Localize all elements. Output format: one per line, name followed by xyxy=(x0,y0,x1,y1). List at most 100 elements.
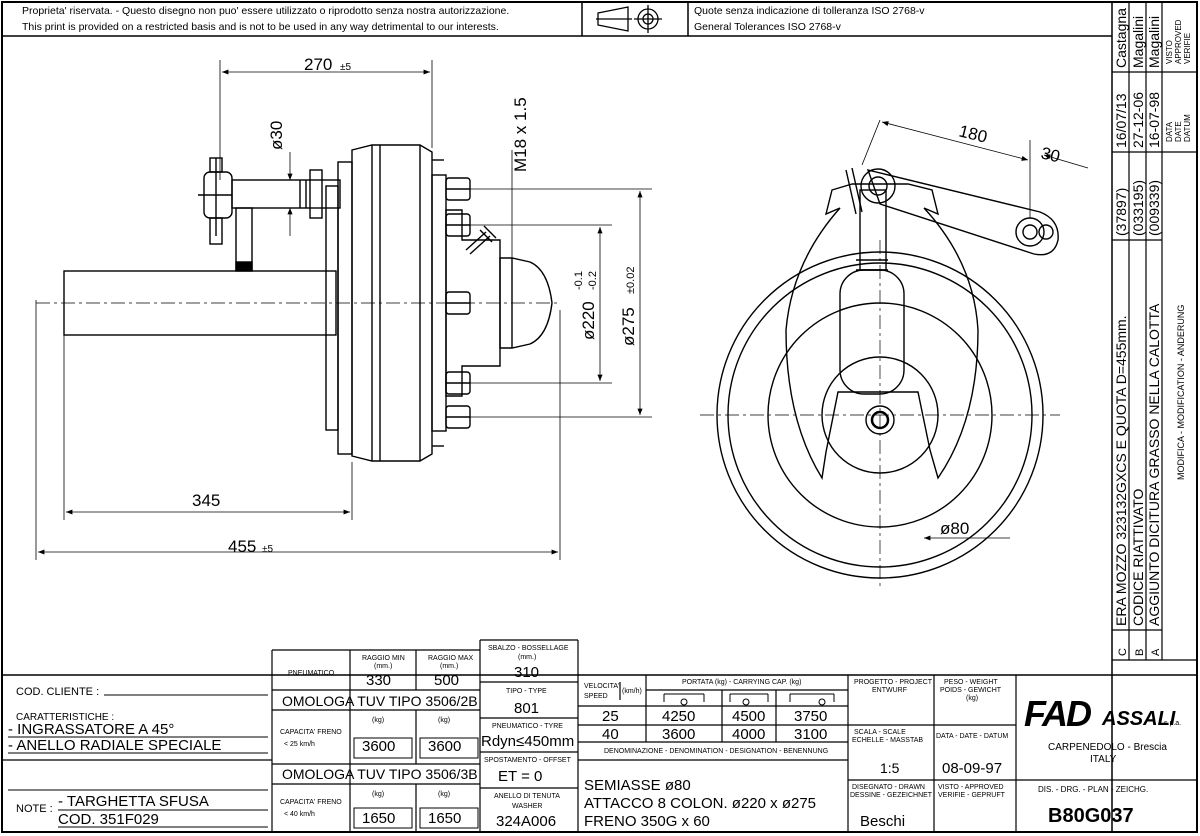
tyre-value: Rdyn≤450mm xyxy=(481,733,574,750)
svg-text:ANELLO DI TENUTA: ANELLO DI TENUTA xyxy=(494,793,560,800)
svg-text:APPROVED: APPROVED xyxy=(1174,19,1183,64)
title-block-grid xyxy=(2,639,1197,832)
svg-text:(mm.): (mm.) xyxy=(440,663,458,670)
svg-text:3750: 3750 xyxy=(794,708,827,725)
svg-text:PNEUMATICO: PNEUMATICO xyxy=(288,670,335,677)
side-view xyxy=(36,144,560,462)
trailer-single-axle-icon xyxy=(663,693,705,706)
wheel-studs xyxy=(445,177,471,429)
svg-text:(033195): (033195) xyxy=(1130,180,1146,236)
notice-italian: Proprieta' riservata. - Questo disegno n… xyxy=(22,5,509,17)
svg-text:(37897): (37897) xyxy=(1113,188,1129,236)
svg-text:DATE: DATE xyxy=(1174,121,1183,142)
svg-text:DENOMINAZIONE - DENOMINATION -: DENOMINAZIONE - DENOMINATION - DESIGNATI… xyxy=(604,748,828,755)
capacity-40-a: 1650 xyxy=(362,810,395,827)
svg-text:PORTATA (kg) - CARRYING CAP. (: PORTATA (kg) - CARRYING CAP. (kg) xyxy=(682,679,801,686)
trailer-tandem-icon xyxy=(729,693,769,706)
svg-text:ECHELLE - MASSTAB: ECHELLE - MASSTAB xyxy=(852,737,923,744)
projection-symbol-icon xyxy=(596,5,662,33)
title-block-meta: PROGETTO - PROJECT ENTWURF PESO - WEIGHT… xyxy=(850,679,1008,830)
dim-220-tol-up: -0.1 xyxy=(573,271,585,290)
company-block: FAD ASSALI s.p.a. CARPENEDOLO - Brescia … xyxy=(1024,693,1181,827)
front-view-dimension-text: 180 30 ø80 xyxy=(940,121,1062,538)
raggio-min-value: 330 xyxy=(366,672,391,689)
revision-col-modifica: MODIFICA - MODIFICATION - ANDERUNG xyxy=(1176,305,1186,480)
svg-text:DATA: DATA xyxy=(1165,121,1174,142)
svg-text:ENTWURF: ENTWURF xyxy=(872,687,907,694)
dim-275-tol: ±0.02 xyxy=(625,267,637,294)
svg-text:Magalini: Magalini xyxy=(1130,16,1146,68)
svg-text:TIPO - TYPE: TIPO - TYPE xyxy=(506,688,547,695)
svg-text:3600: 3600 xyxy=(662,726,695,743)
sbalzo-value: 310 xyxy=(514,664,539,681)
characteristic-2: - ANELLO RADIALE SPECIALE xyxy=(8,737,221,754)
svg-text:ERA MOZZO 323132GXCS E QUOTA D: ERA MOZZO 323132GXCS E QUOTA D=455mm. xyxy=(1113,315,1129,626)
dim-30: ø30 xyxy=(267,121,286,150)
svg-text:SBALZO - BOSSELLAGE: SBALZO - BOSSELLAGE xyxy=(488,645,569,652)
svg-text:C: C xyxy=(1117,648,1129,656)
svg-text:4500: 4500 xyxy=(732,708,765,725)
speed-40: 40 xyxy=(602,726,619,743)
svg-text:< 40 km/h: < 40 km/h xyxy=(284,811,315,818)
side-view-dimension-text: 270 ±5 ø30 M18 x 1.5 ø220 -0.1 -0.2 ø275… xyxy=(192,55,638,556)
svg-text:VERIFIE - GEPRUFT: VERIFIE - GEPRUFT xyxy=(938,792,1006,799)
dim-270: 270 xyxy=(304,55,332,74)
raggio-max-value: 500 xyxy=(434,672,459,689)
svg-text:PNEUMATICO - TYRE: PNEUMATICO - TYRE xyxy=(492,723,563,730)
tolerance-italian: Quote senza indicazione di tolleranza IS… xyxy=(694,5,925,17)
offset-value: ET = 0 xyxy=(498,768,542,785)
svg-text:DIS. - DRG. - PLAN - ZEICHG.: DIS. - DRG. - PLAN - ZEICHG. xyxy=(1038,785,1148,794)
revision-block xyxy=(1112,2,1197,661)
svg-text:DATUM: DATUM xyxy=(1183,114,1192,142)
svg-text:< 25 km/h: < 25 km/h xyxy=(284,741,315,748)
tipo-value: 801 xyxy=(514,700,539,717)
header: Proprieta' riservata. - Questo disegno n… xyxy=(22,5,925,33)
svg-text:WASHER: WASHER xyxy=(512,803,542,810)
svg-text:VISTO: VISTO xyxy=(1165,40,1174,64)
note-2: COD. 351F029 xyxy=(58,811,159,828)
svg-text:(kg): (kg) xyxy=(966,695,978,702)
dim-220-tol-dn: -0.2 xyxy=(587,271,599,290)
tolerance-english: General Tolerances ISO 2768-v xyxy=(694,21,842,33)
svg-text:CAPACITA' FRENO: CAPACITA' FRENO xyxy=(280,729,342,736)
drawn-by-value: Beschi xyxy=(860,813,905,830)
svg-text:(km/h): (km/h) xyxy=(622,688,642,695)
company-country: ITALY xyxy=(1090,754,1117,765)
capacity-25-b: 3600 xyxy=(428,738,461,755)
svg-text:AGGIUNTO DICITURA GRASSO NELLA: AGGIUNTO DICITURA GRASSO NELLA CALOTTA xyxy=(1146,303,1162,626)
svg-text:(mm.): (mm.) xyxy=(374,663,392,670)
date-value: 08-09-97 xyxy=(942,760,1002,777)
note-1: - TARGHETTA SFUSA xyxy=(58,793,209,810)
svg-text:DESSINE - GEZEICHNET: DESSINE - GEZEICHNET xyxy=(850,792,933,799)
svg-text:CODICE RIATTIVATO: CODICE RIATTIVATO xyxy=(1130,488,1146,626)
anello-value: 324A006 xyxy=(496,813,556,830)
svg-text:(kg): (kg) xyxy=(438,717,450,724)
dim-m18: M18 x 1.5 xyxy=(511,97,530,172)
dim-345: 345 xyxy=(192,491,220,510)
description-3: FRENO 350G x 60 xyxy=(584,813,710,830)
svg-text:CAPACITA' FRENO: CAPACITA' FRENO xyxy=(280,799,342,806)
front-view-dimensions xyxy=(861,119,1089,541)
speed-25: 25 xyxy=(602,708,619,725)
revision-row-b: B CODICE RIATTIVATO (033195) 27-12-06 Ma… xyxy=(1130,16,1146,656)
svg-text:VELOCITA': VELOCITA' xyxy=(584,683,619,690)
capacity-25-a: 3600 xyxy=(362,738,395,755)
dim-270-tol: ±5 xyxy=(340,62,351,73)
title-block-left: COD. CLIENTE : CARATTERISTICHE : - INGRA… xyxy=(8,686,268,828)
description-2: ATTACCO 8 COLON. ø220 x ø275 xyxy=(584,795,816,812)
svg-text:DATA - DATE - DATUM: DATA - DATE - DATUM xyxy=(936,733,1008,740)
company-city: CARPENEDOLO - Brescia xyxy=(1048,742,1167,753)
svg-text:s.p.a.: s.p.a. xyxy=(1164,720,1181,727)
label-cod-cliente: COD. CLIENTE : xyxy=(16,686,99,698)
svg-text:VERIFIE: VERIFIE xyxy=(1183,33,1192,64)
scale-value: 1:5 xyxy=(880,760,900,776)
svg-text:(kg): (kg) xyxy=(438,791,450,798)
svg-text:16/07/13: 16/07/13 xyxy=(1113,93,1129,148)
svg-text:SPEED: SPEED xyxy=(584,693,608,700)
svg-text:RAGGIO MIN: RAGGIO MIN xyxy=(362,655,405,662)
svg-text:PROGETTO - PROJECT: PROGETTO - PROJECT xyxy=(854,679,933,686)
revision-row-a: A AGGIUNTO DICITURA GRASSO NELLA CALOTTA… xyxy=(1146,16,1162,656)
revision-row-c: C ERA MOZZO 323132GXCS E QUOTA D=455mm. … xyxy=(1113,8,1129,656)
svg-text:A: A xyxy=(1150,648,1162,656)
